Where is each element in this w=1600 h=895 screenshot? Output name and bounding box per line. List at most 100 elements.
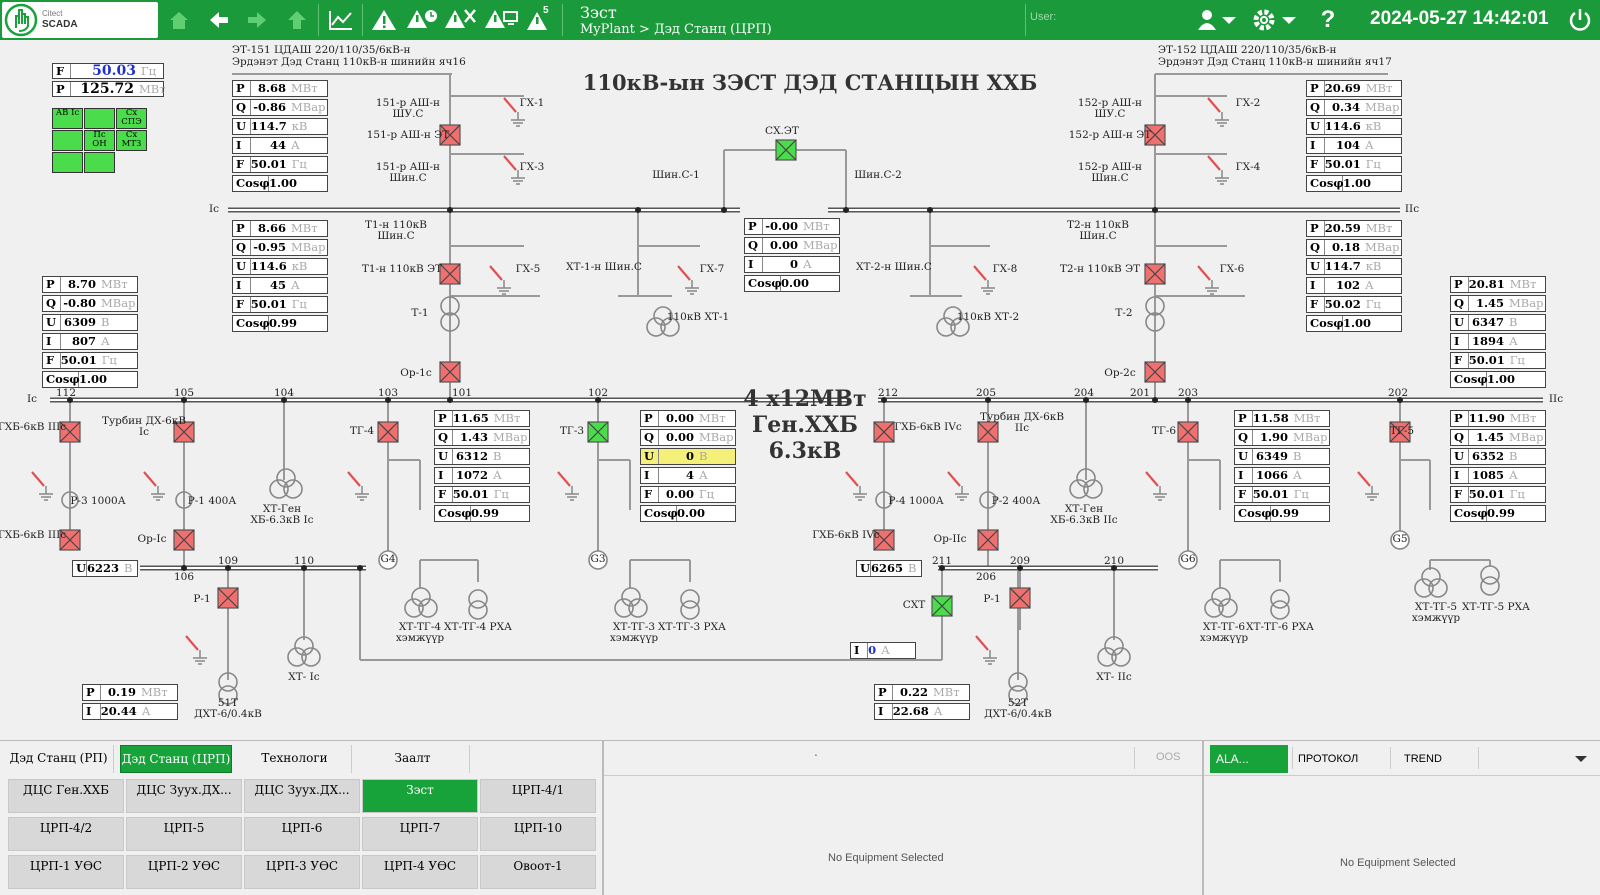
trend-icon[interactable] bbox=[326, 7, 356, 33]
protection-status-button[interactable] bbox=[84, 152, 115, 173]
page-button[interactable]: ДЦС Зуух.ДХ... bbox=[244, 779, 360, 813]
alarm-icon[interactable] bbox=[370, 7, 398, 33]
earthing-switch-icon[interactable] bbox=[31, 471, 53, 501]
earthing-switch-icon[interactable] bbox=[503, 97, 525, 127]
protection-status-button[interactable]: Пс ОН bbox=[84, 130, 115, 151]
meas-label: F bbox=[1451, 487, 1469, 502]
breaker-sxet-icon[interactable] bbox=[775, 139, 797, 161]
page-button[interactable]: ЦРП-1 УӨС bbox=[8, 855, 124, 889]
page-button[interactable]: Овоот-1 bbox=[480, 855, 596, 889]
earthing-switch-icon[interactable] bbox=[1197, 265, 1219, 295]
page-button[interactable]: ЦРП-7 bbox=[362, 817, 478, 851]
power-icon[interactable] bbox=[1566, 7, 1594, 33]
alarm-screen-icon[interactable] bbox=[484, 7, 520, 33]
tab-indication[interactable]: Заалт bbox=[356, 745, 470, 773]
page-button[interactable]: ЦРП-4 УӨС bbox=[362, 855, 478, 889]
breaker-p1a-icon[interactable] bbox=[217, 587, 239, 609]
meas-unit: А bbox=[699, 468, 708, 482]
earthing-switch-icon[interactable] bbox=[677, 265, 699, 295]
breaker-t2-icon[interactable] bbox=[1144, 263, 1166, 285]
protection-status-button[interactable]: Сх СПЭ bbox=[116, 108, 147, 129]
protection-status-button[interactable]: Сх МТЗ bbox=[116, 130, 147, 151]
protection-status-button[interactable] bbox=[84, 108, 115, 129]
page-button[interactable]: ЦРП-6 bbox=[244, 817, 360, 851]
label-genbus2: ІІс bbox=[1548, 393, 1564, 405]
tab-substation-rp[interactable]: Дэд Станц (РП) bbox=[4, 745, 114, 773]
earthing-switch-icon[interactable] bbox=[185, 635, 207, 665]
earthing-switch-icon[interactable] bbox=[143, 471, 165, 501]
forward-icon[interactable] bbox=[244, 7, 270, 33]
earthing-switch-icon[interactable] bbox=[347, 471, 369, 501]
breaker-t1-icon[interactable] bbox=[439, 263, 461, 285]
g3-generator-icon[interactable] bbox=[588, 550, 608, 570]
breaker-tg5-icon[interactable] bbox=[1389, 421, 1411, 443]
protection-status-button[interactable] bbox=[52, 152, 83, 173]
meas-label: Q bbox=[1307, 100, 1325, 115]
tab-substation-crp[interactable]: Дэд Станц (ЦРП) bbox=[120, 745, 232, 773]
settings-icon[interactable] bbox=[1252, 7, 1296, 33]
protection-status-button[interactable] bbox=[52, 130, 83, 151]
breaker-p1b-icon[interactable] bbox=[1009, 587, 1031, 609]
g5-generator-icon[interactable] bbox=[1390, 530, 1410, 550]
earthing-switch-icon[interactable] bbox=[557, 471, 579, 501]
g4-generator-icon[interactable] bbox=[378, 550, 398, 570]
tab-alarms[interactable]: ALA... bbox=[1210, 745, 1288, 773]
page-button[interactable]: ЦРП-2 УӨС bbox=[126, 855, 242, 889]
meas-label: F bbox=[1307, 297, 1325, 312]
dropdown-chevron-icon[interactable] bbox=[1574, 749, 1588, 768]
breaker-turbine-2-icon[interactable] bbox=[977, 421, 999, 443]
breaker-gxb6-4b-icon[interactable] bbox=[873, 529, 895, 551]
alarm-count-icon[interactable]: 5 bbox=[526, 5, 554, 33]
page-button[interactable]: ЦРП-10 bbox=[480, 817, 596, 851]
breaker-or1c-icon[interactable] bbox=[439, 361, 461, 383]
page-button[interactable]: ЦРП-4/1 bbox=[480, 779, 596, 813]
page-button[interactable]: ДЦС Ген.ХХБ bbox=[8, 779, 124, 813]
home-icon[interactable] bbox=[166, 7, 192, 33]
earthing-switch-icon[interactable] bbox=[845, 471, 867, 501]
alarm-clear-icon[interactable] bbox=[444, 7, 478, 33]
breadcrumb[interactable]: MyPlant > Дэд Станц (ЦРП) bbox=[580, 22, 772, 37]
breaker-or2c-icon[interactable] bbox=[1144, 361, 1166, 383]
page-button[interactable]: ДЦС Зуух.ДХ... bbox=[126, 779, 242, 813]
back-icon[interactable] bbox=[206, 7, 232, 33]
tab-protocol[interactable]: ПРОТОКОЛ bbox=[1298, 753, 1359, 765]
help-icon[interactable]: ? bbox=[1320, 6, 1336, 33]
up-icon[interactable] bbox=[284, 7, 310, 33]
earthing-switch-icon[interactable] bbox=[1357, 471, 1379, 501]
breaker-tg6-icon[interactable] bbox=[1177, 421, 1199, 443]
breaker-or-iic-icon[interactable] bbox=[977, 529, 999, 551]
earthing-switch-icon[interactable] bbox=[947, 471, 969, 501]
earthing-switch-icon[interactable] bbox=[1207, 97, 1229, 127]
oos-label[interactable]: OOS bbox=[1156, 751, 1181, 763]
breaker-151-icon[interactable] bbox=[439, 124, 461, 146]
earthing-switch-icon[interactable] bbox=[1145, 471, 1167, 501]
tab-trend[interactable]: TREND bbox=[1404, 753, 1442, 765]
label-c203: 203 bbox=[1177, 387, 1199, 399]
breaker-gxb6-4-icon[interactable] bbox=[873, 421, 895, 443]
earthing-switch-icon[interactable] bbox=[1207, 155, 1229, 185]
alarm-time-icon[interactable] bbox=[406, 7, 440, 33]
breaker-or-ic-icon[interactable] bbox=[173, 529, 195, 551]
page-button[interactable]: ЦРП-4/2 bbox=[8, 817, 124, 851]
breaker-turbine-1-icon[interactable] bbox=[173, 421, 195, 443]
breaker-152-icon[interactable] bbox=[1144, 124, 1166, 146]
breaker-gxb6-3-icon[interactable] bbox=[59, 421, 81, 443]
user-icon[interactable] bbox=[1196, 7, 1236, 33]
breaker-tg4-icon[interactable] bbox=[377, 421, 399, 443]
earthing-switch-icon[interactable] bbox=[975, 635, 997, 665]
earthing-switch-icon[interactable] bbox=[489, 265, 511, 295]
page-button[interactable]: ЦРП-3 УӨС bbox=[244, 855, 360, 889]
page-button[interactable]: ЦРП-5 bbox=[126, 817, 242, 851]
earthing-switch-icon[interactable] bbox=[503, 155, 525, 185]
meas-label: I bbox=[1235, 468, 1253, 483]
breaker-gxb6-3b-icon[interactable] bbox=[59, 529, 81, 551]
tab-technology[interactable]: Технологи bbox=[238, 745, 352, 773]
g6-generator-icon[interactable] bbox=[1178, 550, 1198, 570]
protection-status-button[interactable]: АВ Іс bbox=[52, 108, 83, 129]
earthing-switch-icon[interactable] bbox=[973, 265, 995, 295]
breaker-sxt-icon[interactable] bbox=[931, 595, 953, 617]
breaker-tg3-icon[interactable] bbox=[587, 421, 609, 443]
page-button[interactable]: Зэст bbox=[362, 779, 478, 813]
